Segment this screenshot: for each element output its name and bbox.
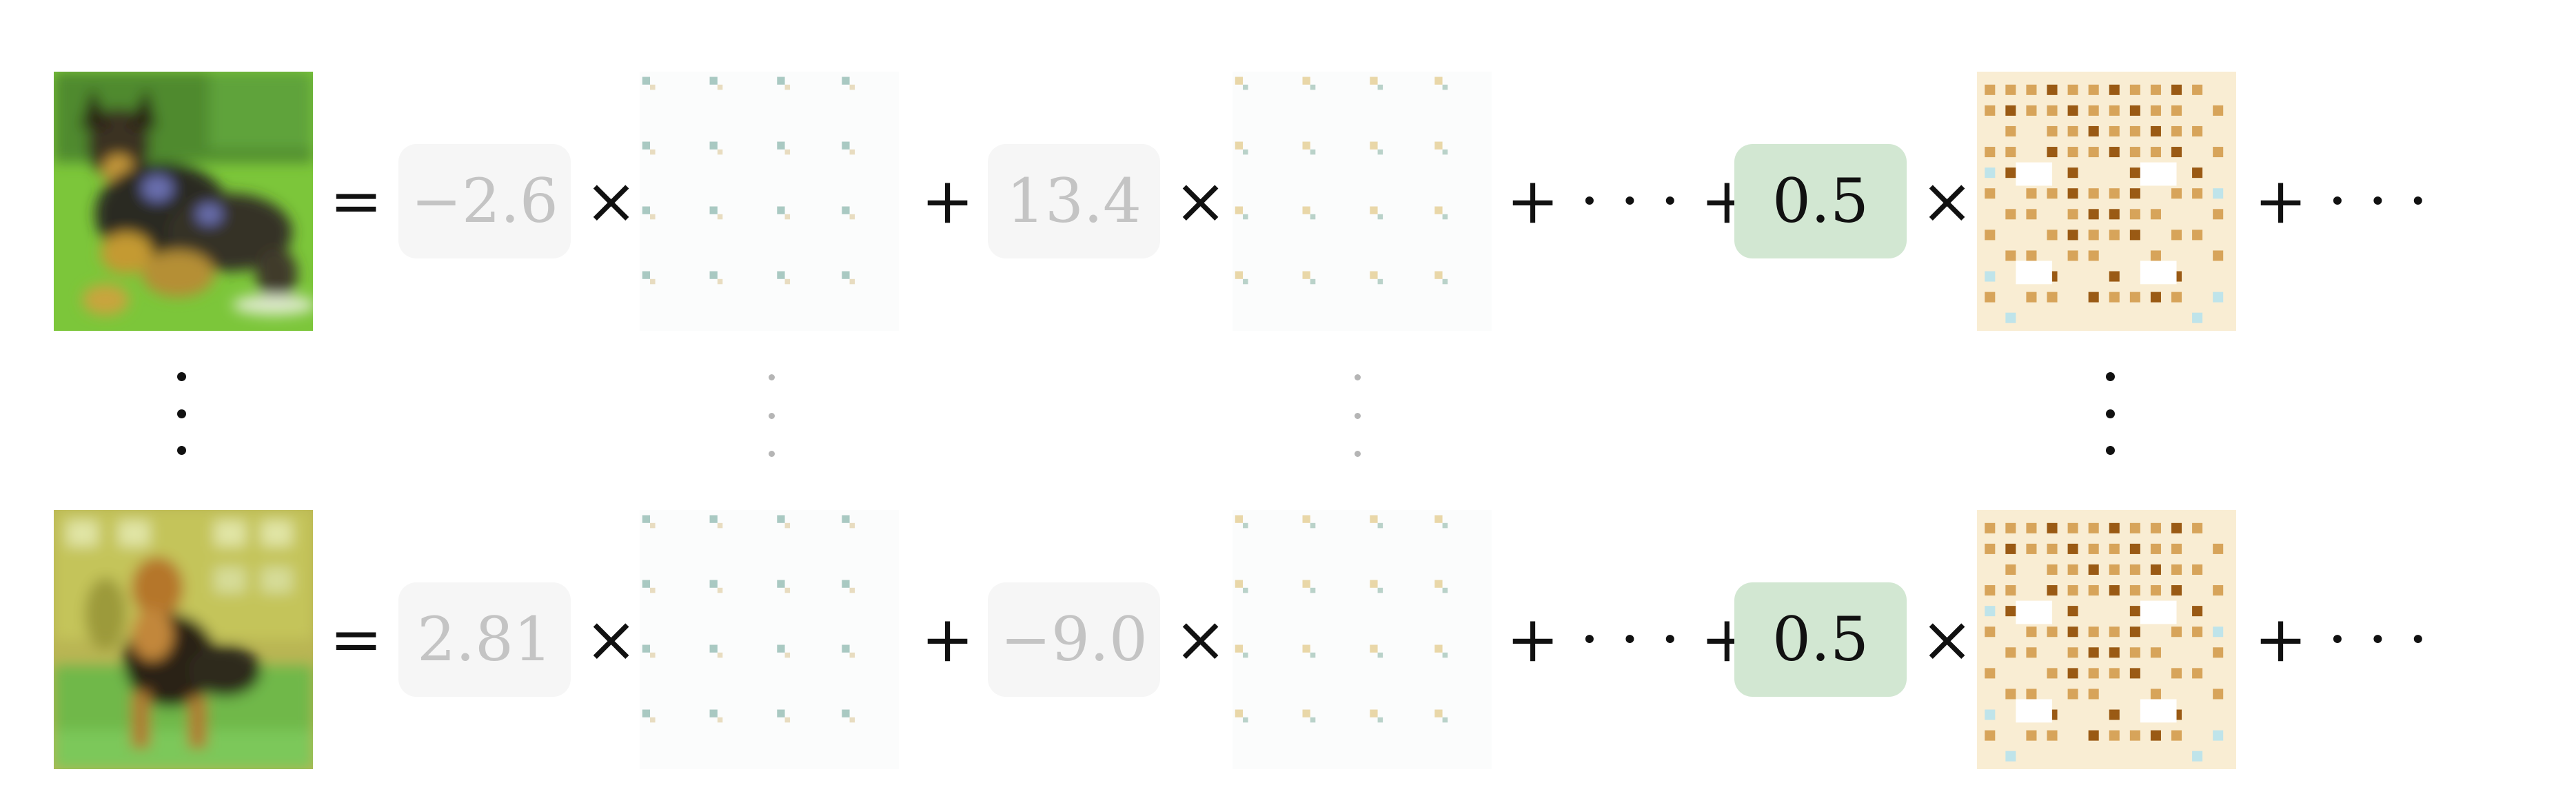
plus-sign: +: [921, 602, 975, 676]
basis-pattern-sparse-4: [1233, 510, 1492, 769]
coefficient: 13.4: [988, 144, 1160, 258]
basis-pattern-sparse-2: [1233, 72, 1492, 331]
plus-ellipsis-plus: + · · · +: [1506, 602, 1754, 676]
dog-photo-2: [54, 510, 313, 769]
vertical-ellipsis: [175, 372, 187, 455]
times-sign: ×: [585, 164, 638, 238]
basis-pattern-sparse-1: [640, 72, 899, 331]
plus-ellipsis: + · · ·: [2254, 602, 2428, 676]
times-sign: ×: [585, 602, 638, 676]
plus-ellipsis: + · · ·: [2254, 164, 2428, 238]
vertical-ellipsis: [1351, 374, 1363, 457]
times-sign: ×: [1174, 602, 1228, 676]
times-sign: ×: [1174, 164, 1228, 238]
coefficient: −9.0: [988, 582, 1160, 697]
coefficient: 2.81: [398, 582, 571, 697]
vertical-ellipsis: [2104, 372, 2116, 455]
basis-pattern-dense-2: [1977, 510, 2236, 769]
coefficient: −2.6: [398, 144, 571, 258]
coefficient-highlighted: 0.5: [1734, 144, 1907, 258]
equals-sign: =: [329, 164, 383, 238]
equals-sign: =: [329, 602, 383, 676]
plus-ellipsis-plus: + · · · +: [1506, 164, 1754, 238]
times-sign: ×: [1920, 164, 1974, 238]
times-sign: ×: [1920, 602, 1974, 676]
plus-sign: +: [921, 164, 975, 238]
coefficient-highlighted: 0.5: [1734, 582, 1907, 697]
vertical-ellipsis: [765, 374, 778, 457]
dog-photo-1: [54, 72, 313, 331]
basis-pattern-dense-1: [1977, 72, 2236, 331]
basis-pattern-sparse-3: [640, 510, 899, 769]
